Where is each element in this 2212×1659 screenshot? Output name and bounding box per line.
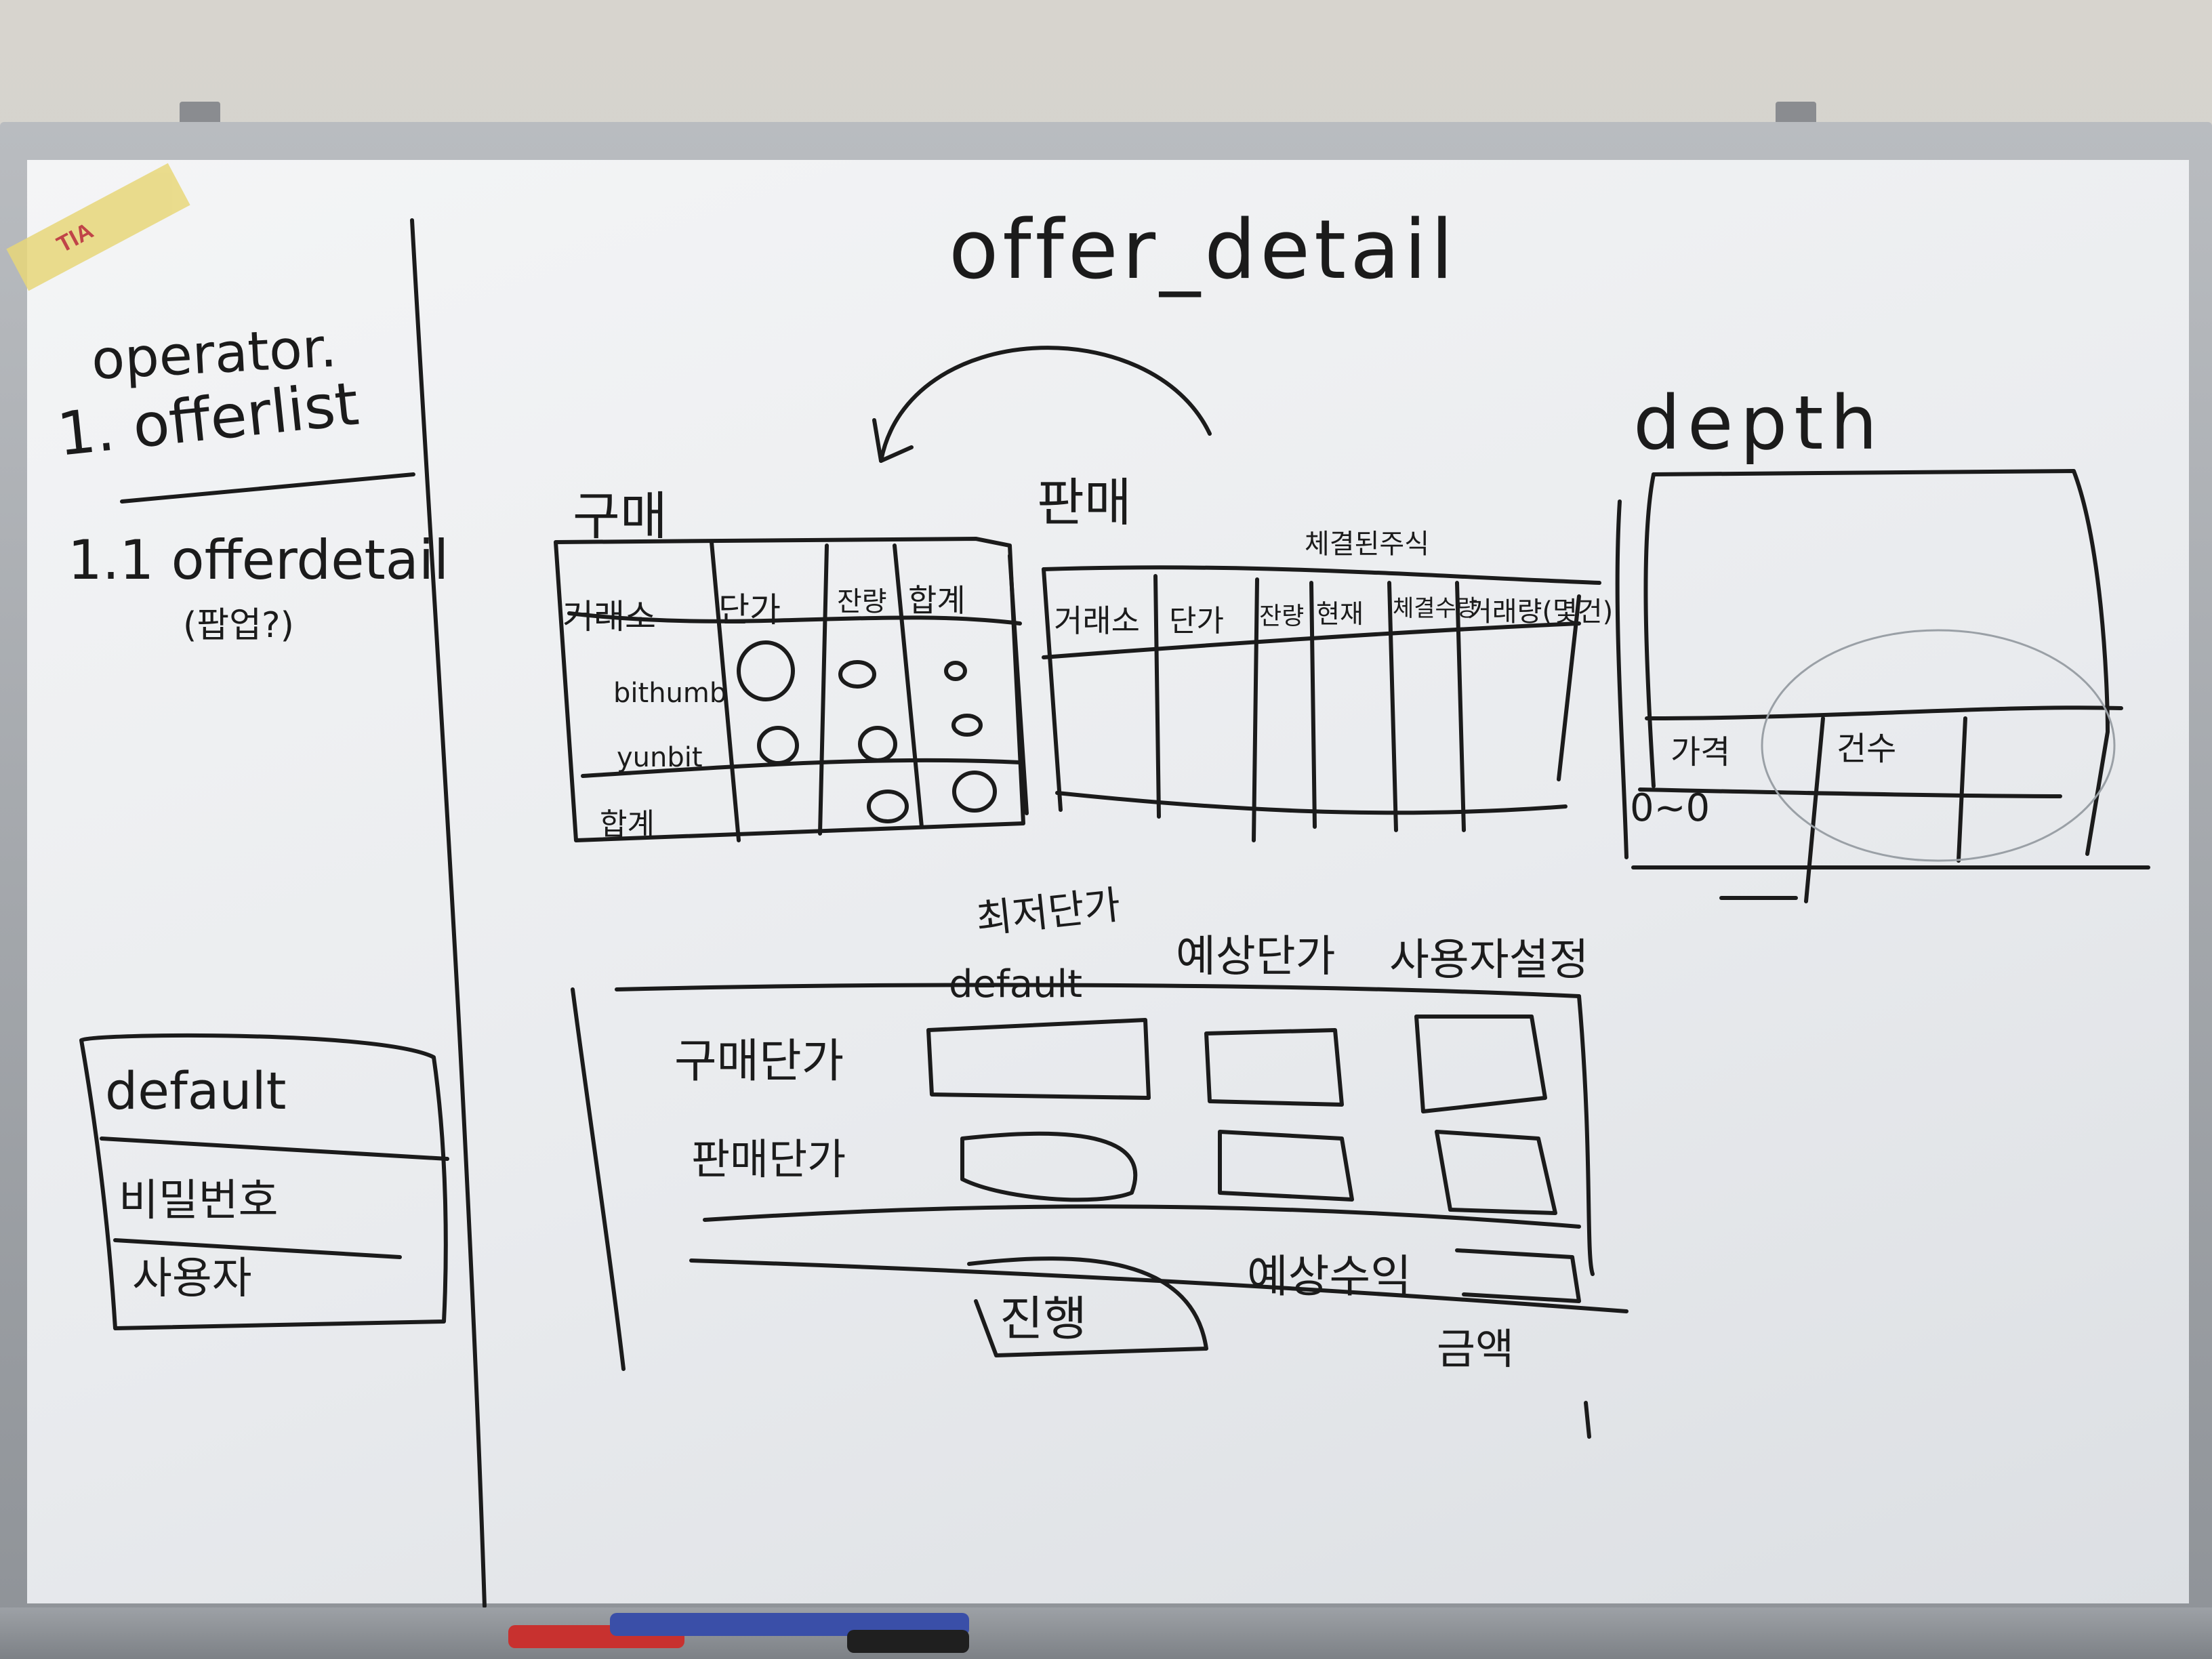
depth-header-price: 가격 bbox=[1671, 733, 1731, 771]
price-col-expected: 예상단가 bbox=[1176, 932, 1336, 982]
depth-title: depth bbox=[1633, 380, 1885, 466]
price-col-lowest-note: default bbox=[949, 962, 1083, 1006]
whiteboard-surface bbox=[27, 160, 2189, 1603]
sell-header-current: 현재 bbox=[1316, 599, 1364, 629]
buy-row-bithumb: bithumb bbox=[613, 678, 727, 709]
default-box-title: default bbox=[105, 1061, 287, 1121]
default-box-row2: 사용자 bbox=[132, 1254, 252, 1304]
buy-header-price: 단가 bbox=[718, 590, 781, 630]
sell-above-header: 체결된주식 bbox=[1305, 529, 1429, 560]
buy-header-qty: 잔량 bbox=[837, 586, 887, 617]
price-col-user: 사용자설정 bbox=[1389, 935, 1589, 985]
buy-header-total: 합계 bbox=[908, 582, 966, 619]
expected-profit-label: 예상수익 bbox=[1247, 1250, 1412, 1303]
buy-row-yunbit: yunbit bbox=[617, 742, 703, 773]
sell-label: 판매 bbox=[1037, 472, 1132, 533]
marker-black[interactable] bbox=[847, 1630, 969, 1653]
sell-header-price: 단가 bbox=[1169, 604, 1224, 638]
buy-row-total: 합계 bbox=[600, 807, 655, 842]
sell-header-exchange: 거래소 bbox=[1054, 602, 1140, 639]
buy-header-exchange: 거래소 bbox=[562, 597, 656, 636]
depth-header-count: 건수 bbox=[1837, 730, 1897, 768]
sell-header-filled: 체결수량 bbox=[1393, 595, 1478, 622]
price-row-sell: 판매단가 bbox=[691, 1134, 846, 1184]
marker-tray bbox=[0, 1607, 2212, 1659]
sell-header-volume: 거래량(몇건) bbox=[1467, 596, 1614, 628]
offerdetail-note: (팝업?) bbox=[183, 605, 294, 646]
page-title: offer_detail bbox=[949, 203, 1458, 298]
price-row-buy: 구매단가 bbox=[674, 1035, 844, 1088]
default-box-row1: 비밀번호 bbox=[119, 1176, 279, 1226]
amount-label: 금액 bbox=[1437, 1324, 1515, 1374]
sell-header-qty: 잔량 bbox=[1259, 602, 1305, 630]
go-button[interactable]: 진행 bbox=[1000, 1291, 1087, 1347]
depth-cell: 0~0 bbox=[1630, 786, 1711, 830]
buy-label: 구매 bbox=[573, 486, 668, 546]
offerdetail-label: 1.1 offerdetail bbox=[68, 529, 449, 592]
